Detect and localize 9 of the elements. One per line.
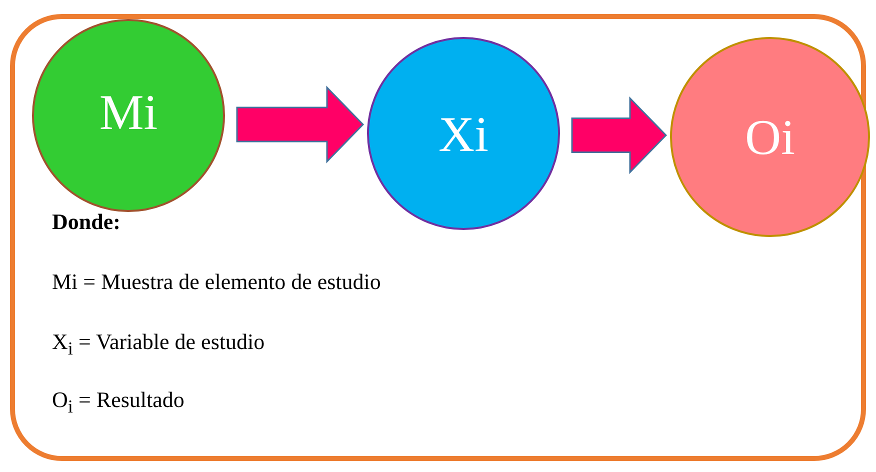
block-arrow [571, 96, 668, 174]
definition-line: Mi = Muestra de elemento de estudio [52, 269, 381, 295]
node-label: Mi [99, 86, 158, 136]
block-arrow [236, 86, 364, 164]
definition-line: X$_{i}$ = Variable de estudio [52, 329, 265, 360]
definition-line: O$_{i}$ = Resultado [52, 387, 184, 418]
node-label: Xi [438, 108, 488, 158]
node-label: Oi [745, 112, 795, 162]
heading: Donde: [52, 209, 120, 235]
